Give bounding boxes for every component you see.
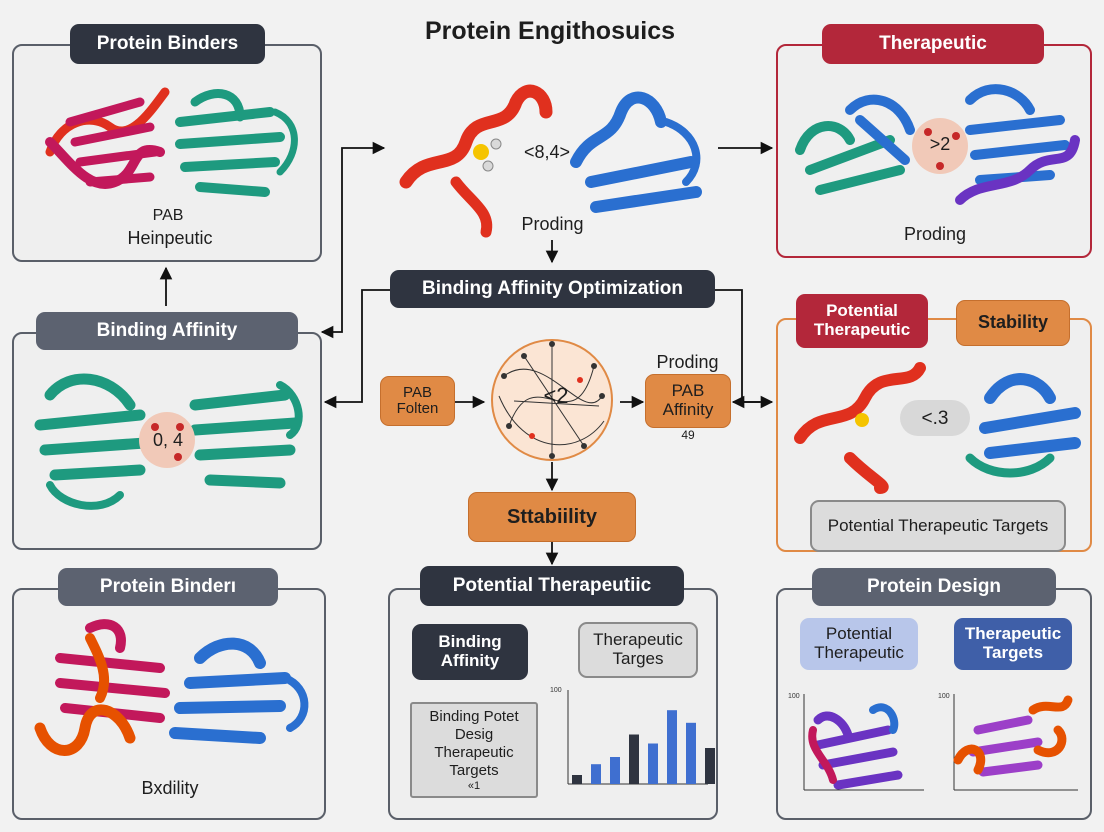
arrow-bus-left-top	[320, 147, 380, 339]
panel-header: Potential Therapeutiic	[420, 566, 684, 606]
binding-ratio-label: <8,4>	[523, 142, 571, 162]
proding-label: Proding	[656, 352, 719, 372]
panel-header: Binding Affinity	[36, 312, 298, 350]
panel-caption: Proding	[903, 224, 967, 244]
protein-binding-icon	[34, 373, 303, 510]
plot-y-top-label: 100	[938, 693, 950, 700]
protein-structure-icon	[45, 87, 298, 197]
protein-stability-icon	[794, 362, 1081, 494]
chart-bar	[610, 757, 620, 784]
binding-potet-box	[410, 702, 538, 798]
potential-therapeutic-box: Potential Therapeutic	[800, 618, 918, 670]
therapeutic-ratio-label: >2	[929, 134, 951, 154]
therapeutic-targes-box: Therapeutic Targes	[578, 622, 698, 678]
panel-header: Binding Affinity Optimization	[390, 270, 715, 308]
chart-bar	[591, 764, 601, 784]
protein-complex-icon	[399, 84, 702, 238]
panel-header-left: Potential Therapeutic	[796, 294, 928, 348]
arrow-bus-left-mid	[323, 289, 390, 409]
chart-bar	[667, 710, 677, 784]
scatter-plot-right: 100	[938, 693, 1078, 791]
chart-bar	[705, 748, 715, 784]
proding-label: Proding	[521, 214, 584, 234]
plot-y-top-label: 100	[788, 693, 800, 700]
potential-targets-box: Potential Therapeutic Targets	[810, 500, 1066, 552]
small-value-label: 49	[681, 428, 695, 442]
panel-caption-1: PAB	[152, 207, 184, 224]
ratio-bubble	[900, 400, 970, 436]
stability-header: Stability	[956, 300, 1070, 346]
panel-caption-2: Heinpeutic	[127, 228, 213, 248]
binding-potet-label: Binding Potet Desig Therapeutic Targets	[429, 708, 519, 779]
stability-ratio-label: <.3	[921, 408, 949, 429]
affinity-ratio-label: 0, 4	[152, 430, 184, 450]
pab-folten-box: PAB Folten	[380, 376, 455, 426]
bar-chart: 100	[550, 687, 715, 785]
chart-bar	[629, 734, 639, 784]
protein-therapeutic-icon	[795, 84, 1080, 205]
scatter-plot-left: 100	[788, 693, 924, 791]
chart-bar	[572, 775, 582, 784]
stability-box: Sttabiility	[468, 492, 636, 542]
panel-header: Protein Binderı	[58, 568, 278, 606]
protein-binder-icon	[34, 619, 309, 756]
chart-y-top-label: 100	[550, 687, 562, 694]
binding-potet-extra: «1	[467, 780, 481, 792]
panel-caption: Bxdility	[141, 778, 199, 798]
page-title: Protein Engithosuics	[424, 17, 676, 45]
network-circle-icon	[491, 339, 613, 461]
therapeutic-targets-box: Therapeutic Targets	[954, 618, 1072, 670]
panel-header: Protein Binders	[70, 24, 265, 64]
binding-affinity-box: Binding Affinity	[412, 624, 528, 680]
pab-affinity-box: PAB Affinity	[645, 374, 731, 428]
chart-bar	[648, 743, 658, 784]
panel-header: Protein Design	[812, 568, 1056, 606]
panel-header: Therapeutic	[822, 24, 1044, 64]
circle-ratio-label: <2	[543, 383, 569, 408]
chart-bar	[686, 722, 696, 784]
